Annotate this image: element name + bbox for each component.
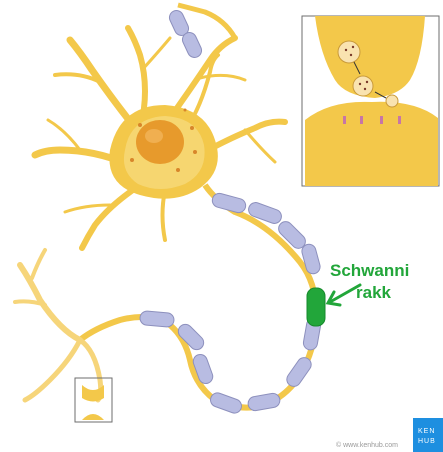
image-credit: © www.kenhub.com (336, 442, 398, 449)
logo-text-line2: HUB (418, 438, 436, 445)
cell-body (109, 105, 217, 199)
logo-text-line1: KEN (418, 428, 435, 435)
kenhub-logo (413, 418, 443, 452)
synapse-marker (75, 378, 112, 422)
schwann-cell-label-line1: Schwanni (330, 261, 409, 281)
synapse-inset (302, 16, 439, 186)
nucleus (136, 120, 184, 164)
schwann-cell-label-line2: rakk (356, 283, 391, 303)
highlighted-schwann-cell (307, 288, 325, 326)
